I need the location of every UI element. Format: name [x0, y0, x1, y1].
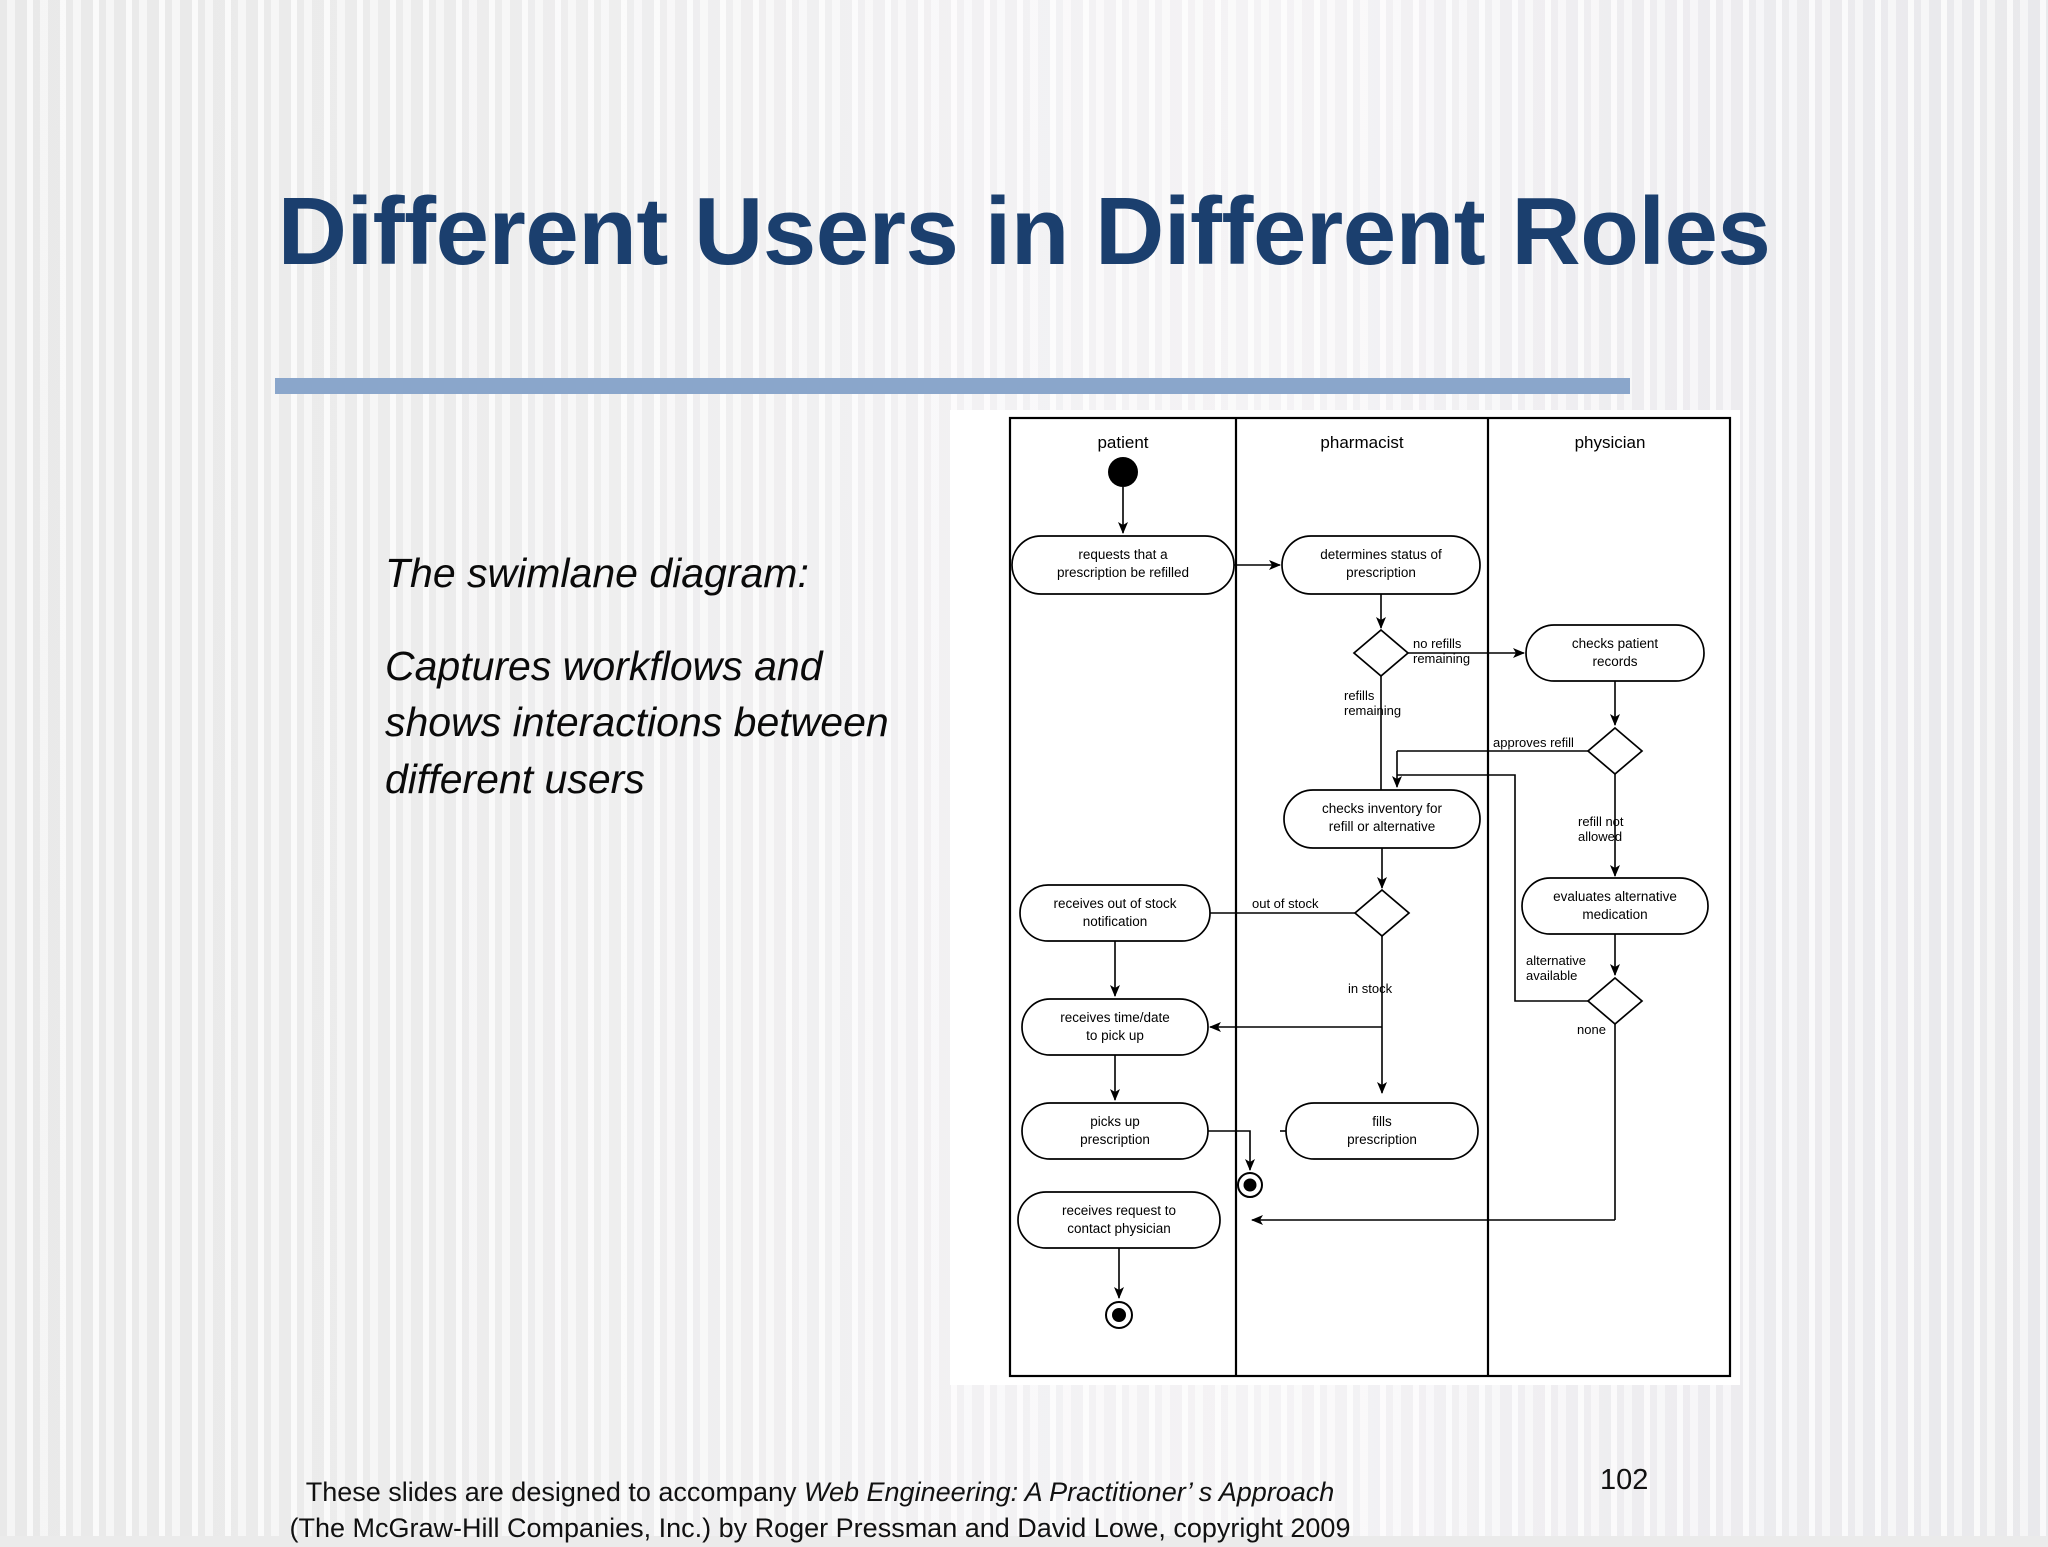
- guard-alternative-available: alternative: [1526, 953, 1586, 968]
- activity-receives-oos-notification: receives out of stock notification: [1019, 884, 1211, 942]
- svg-text:picks up: picks up: [1090, 1114, 1140, 1129]
- svg-text:fills: fills: [1372, 1114, 1392, 1129]
- svg-text:contact physician: contact physician: [1067, 1221, 1171, 1236]
- svg-text:checks inventory for: checks inventory for: [1322, 801, 1443, 816]
- footer-line1-title: Web Engineering: A Practitioner’ s Appro…: [804, 1477, 1335, 1507]
- decision-approves-refill: [1586, 726, 1644, 776]
- guard-out-of-stock: out of stock: [1252, 896, 1319, 911]
- activity-checks-patient-records: checks patient records: [1525, 624, 1705, 682]
- lane-header-physician: physician: [1575, 433, 1646, 452]
- svg-text:prescription be refilled: prescription be refilled: [1057, 565, 1189, 580]
- svg-text:records: records: [1592, 654, 1637, 669]
- guard-none: none: [1577, 1022, 1606, 1037]
- svg-text:requests that a: requests that a: [1078, 547, 1168, 562]
- svg-text:determines status of: determines status of: [1320, 547, 1442, 562]
- title-divider-rule: [275, 378, 1630, 394]
- activity-determines-status: determines status of prescription: [1281, 535, 1481, 595]
- svg-text:medication: medication: [1582, 907, 1647, 922]
- guard-no-refills-remaining: no refills: [1413, 636, 1462, 651]
- page-title: Different Users in Different Roles: [277, 178, 1771, 286]
- svg-text:notification: notification: [1083, 914, 1148, 929]
- guard-alternative-available-2: available: [1526, 968, 1577, 983]
- end-node-pharmacist: [1237, 1172, 1263, 1198]
- svg-text:receives out of stock: receives out of stock: [1053, 896, 1176, 911]
- svg-text:to pick up: to pick up: [1086, 1028, 1144, 1043]
- body-text-block: The swimlane diagram: Captures workflows…: [385, 545, 945, 807]
- swimlane-diagram: .ln{stroke:#000;stroke-width:1.6;fill:no…: [950, 410, 1740, 1385]
- guard-refills-remaining-2: remaining: [1344, 703, 1401, 718]
- guard-no-refills-remaining-2: remaining: [1413, 651, 1470, 666]
- activity-evaluates-alternative: evaluates alternative medication: [1521, 877, 1709, 935]
- body-paragraph-2: Captures workflows and shows interaction…: [385, 642, 889, 802]
- guard-in-stock: in stock: [1348, 981, 1393, 996]
- guard-refills-remaining: refills: [1344, 688, 1375, 703]
- end-node-patient: [1105, 1301, 1133, 1329]
- lane-header-patient: patient: [1097, 433, 1148, 452]
- activity-fills-prescription: fills prescription: [1285, 1102, 1479, 1160]
- decision-refills-remaining: [1352, 628, 1410, 678]
- start-node: [1108, 457, 1138, 487]
- lane-header-pharmacist: pharmacist: [1320, 433, 1403, 452]
- svg-text:prescription: prescription: [1080, 1132, 1150, 1147]
- body-paragraph-1: The swimlane diagram:: [385, 550, 809, 596]
- page-number: 102: [1600, 1464, 1649, 1496]
- activity-receives-time-date: receives time/date to pick up: [1021, 998, 1209, 1056]
- footer-line1-prefix: These slides are designed to accompany: [305, 1477, 804, 1507]
- decision-stock: [1353, 888, 1411, 938]
- activity-picks-up-prescription: picks up prescription: [1021, 1102, 1209, 1160]
- activity-checks-inventory: checks inventory for refill or alternati…: [1283, 789, 1481, 849]
- svg-text:refill or alternative: refill or alternative: [1329, 819, 1436, 834]
- guard-refill-not-allowed-2: allowed: [1578, 829, 1622, 844]
- decision-alternative-available: [1586, 976, 1644, 1026]
- svg-text:checks patient: checks patient: [1572, 636, 1659, 651]
- lane-frame: [1008, 416, 1732, 1378]
- svg-text:receives request to: receives request to: [1062, 1203, 1176, 1218]
- svg-text:evaluates alternative: evaluates alternative: [1553, 889, 1677, 904]
- svg-text:prescription: prescription: [1346, 565, 1416, 580]
- guard-refill-not-allowed: refill not: [1578, 814, 1624, 829]
- svg-text:receives time/date: receives time/date: [1060, 1010, 1170, 1025]
- activity-receives-request-contact: receives request to contact physician: [1017, 1191, 1221, 1249]
- activity-requests-refill: requests that a prescription be refilled: [1011, 535, 1235, 595]
- footer-line2: (The McGraw-Hill Companies, Inc.) by Rog…: [289, 1513, 1351, 1544]
- svg-text:prescription: prescription: [1347, 1132, 1417, 1147]
- guard-approves-refill: approves refill: [1493, 735, 1574, 750]
